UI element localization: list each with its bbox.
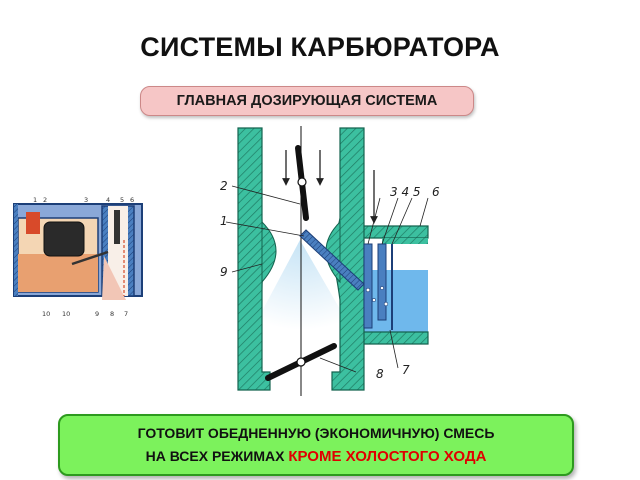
small-label-2: 2 — [43, 196, 47, 204]
subtitle-text: ГЛАВНАЯ ДОЗИРУЮЩАЯ СИСТЕМА — [176, 93, 438, 109]
label-3-4-5: 3 4 5 — [390, 185, 421, 199]
main-carburetor-section — [225, 126, 429, 396]
float-chamber-lid — [382, 238, 428, 244]
fuel-bubbles — [365, 286, 389, 307]
label-7: 7 — [402, 363, 410, 377]
label-9: 9 — [220, 265, 228, 279]
small-label-10b: 10 — [62, 310, 70, 318]
page-title: СИСТЕМЫ КАРБЮРАТОРА — [140, 32, 500, 62]
main-diagram-labels: 2 1 9 8 7 3 4 5 6 — [220, 179, 440, 381]
small-label-10a: 10 — [42, 310, 50, 318]
diffuser — [261, 220, 277, 284]
small-label-4: 4 — [106, 196, 110, 204]
label-1: 1 — [220, 214, 228, 228]
description-box: ГОТОВИТ ОБЕДНЕННУЮ (ЭКОНОМИЧНУЮ) СМЕСЬ Н… — [58, 414, 574, 476]
fuel-spray — [252, 240, 352, 330]
label-2: 2 — [220, 179, 228, 193]
small-illustration-labels: 1 2 3 4 5 6 10 10 9 8 7 — [33, 196, 134, 318]
small-label-8: 8 — [110, 310, 114, 318]
small-carburetor-illustration — [13, 203, 143, 300]
description-line-1: ГОТОВИТ ОБЕДНЕННУЮ (ЭКОНОМИЧНУЮ) СМЕСЬ — [137, 425, 495, 441]
small-label-5: 5 — [120, 196, 124, 204]
small-label-3: 3 — [84, 196, 88, 204]
small-label-1: 1 — [33, 196, 37, 204]
description-line-2: НА ВСЕХ РЕЖИМАХ КРОМЕ ХОЛОСТОГО ХОДА — [60, 448, 572, 465]
label-6: 6 — [432, 185, 440, 199]
description-highlight: КРОМЕ ХОЛОСТОГО ХОДА — [288, 448, 487, 465]
subtitle-badge: ГЛАВНАЯ ДОЗИРУЮЩАЯ СИСТЕМА — [140, 86, 474, 116]
small-label-9: 9 — [95, 310, 99, 318]
label-8: 8 — [376, 367, 384, 381]
description-line-2-prefix: НА ВСЕХ РЕЖИМАХ — [145, 448, 285, 464]
throttle-axle — [296, 357, 306, 367]
small-label-7: 7 — [124, 310, 128, 318]
small-label-6: 6 — [130, 196, 134, 204]
choke-axle — [297, 177, 307, 187]
jet-tube — [377, 243, 387, 321]
emulsion-tube — [363, 243, 373, 329]
